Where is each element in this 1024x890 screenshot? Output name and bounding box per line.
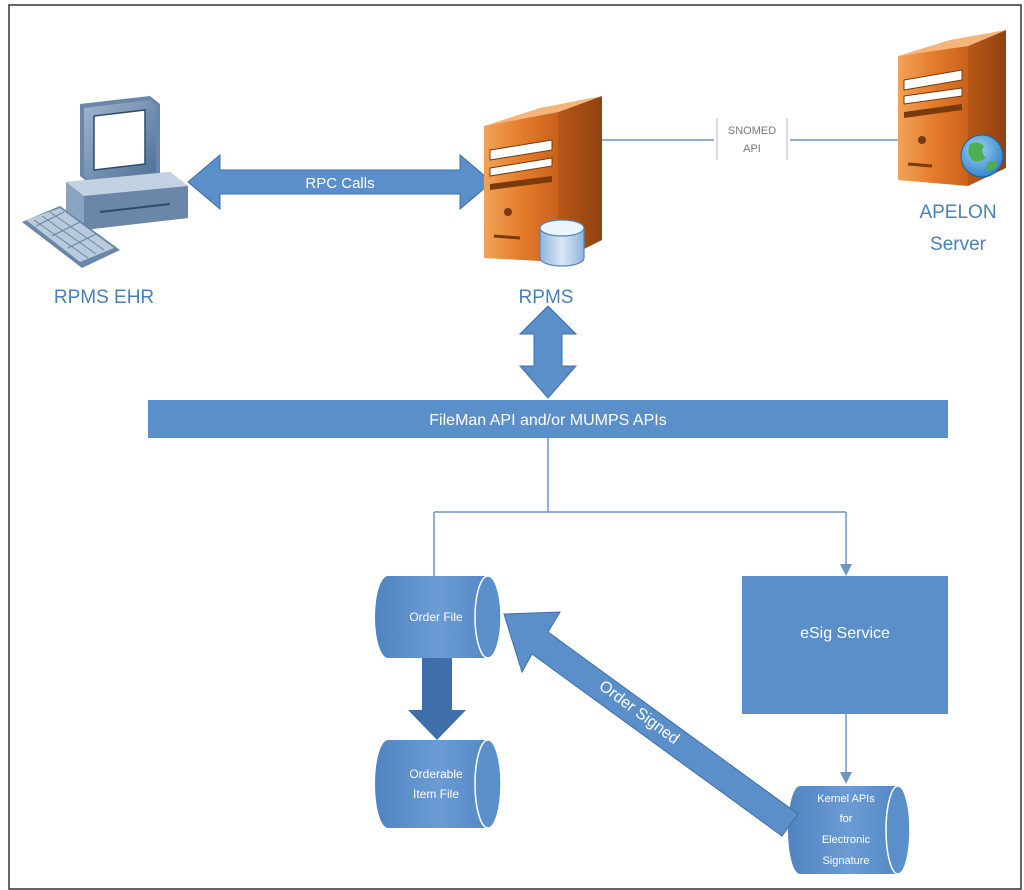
rpms-label: RPMS xyxy=(519,287,574,308)
esig-connector-arrowhead xyxy=(840,564,852,576)
orderable-item-file-label-line2: Item File xyxy=(413,787,459,801)
fileman-connector-tree xyxy=(433,438,847,576)
snomed-api-label-line2: API xyxy=(743,143,761,155)
orderable-item-file-cylinder xyxy=(375,739,502,829)
apelon-label-line1: APELON xyxy=(919,202,996,223)
rpms-fileman-arrow xyxy=(518,305,578,399)
kernel-apis-label-line1: Kernel APIs xyxy=(817,793,875,805)
apelon-label-line2: Server xyxy=(930,234,987,255)
snomed-api-box xyxy=(714,118,790,160)
server-database-icon xyxy=(484,96,602,267)
fileman-api-label: FileMan API and/or MUMPS APIs xyxy=(429,412,666,429)
fileman-api-bar xyxy=(148,400,948,438)
rpc-calls-label: RPC Calls xyxy=(305,175,374,192)
computer-icon xyxy=(22,96,188,268)
order-file-label: Order File xyxy=(409,610,463,624)
snomed-api-label-line1: SNOMED xyxy=(728,125,776,137)
order-file-cylinder xyxy=(375,575,502,659)
order-signed-label: Order Signed xyxy=(596,678,683,748)
esig-service-label: eSig Service xyxy=(800,625,890,642)
esig-kernel-arrowhead xyxy=(840,772,852,784)
kernel-apis-label-line4: Signature xyxy=(822,855,869,867)
esig-service-box xyxy=(742,576,948,714)
diagram-frame xyxy=(8,4,1022,890)
order-to-orderable-arrow xyxy=(408,658,466,740)
server-globe-icon xyxy=(898,30,1006,186)
kernel-apis-label-line3: Electronic xyxy=(822,834,871,846)
kernel-apis-label-line2: for xyxy=(840,813,853,825)
orderable-item-file-label-line1: Orderable xyxy=(409,767,463,781)
kernel-apis-cylinder xyxy=(788,785,911,875)
rpms-ehr-label: RPMS EHR xyxy=(54,287,154,308)
order-signed-arrow xyxy=(503,611,799,837)
